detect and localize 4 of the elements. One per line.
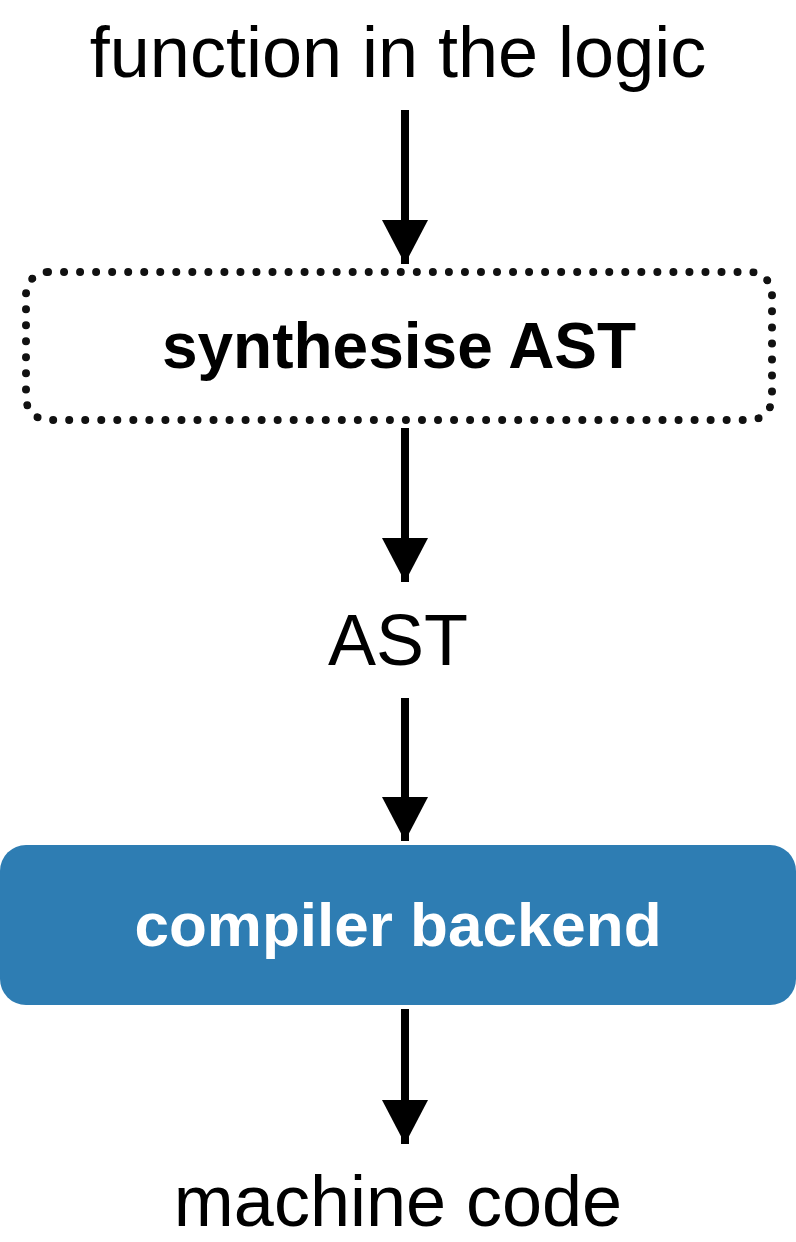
node-text: machine code xyxy=(173,1165,623,1237)
process-box xyxy=(22,268,776,424)
node-text: AST xyxy=(328,604,468,676)
process-box xyxy=(0,845,796,1005)
